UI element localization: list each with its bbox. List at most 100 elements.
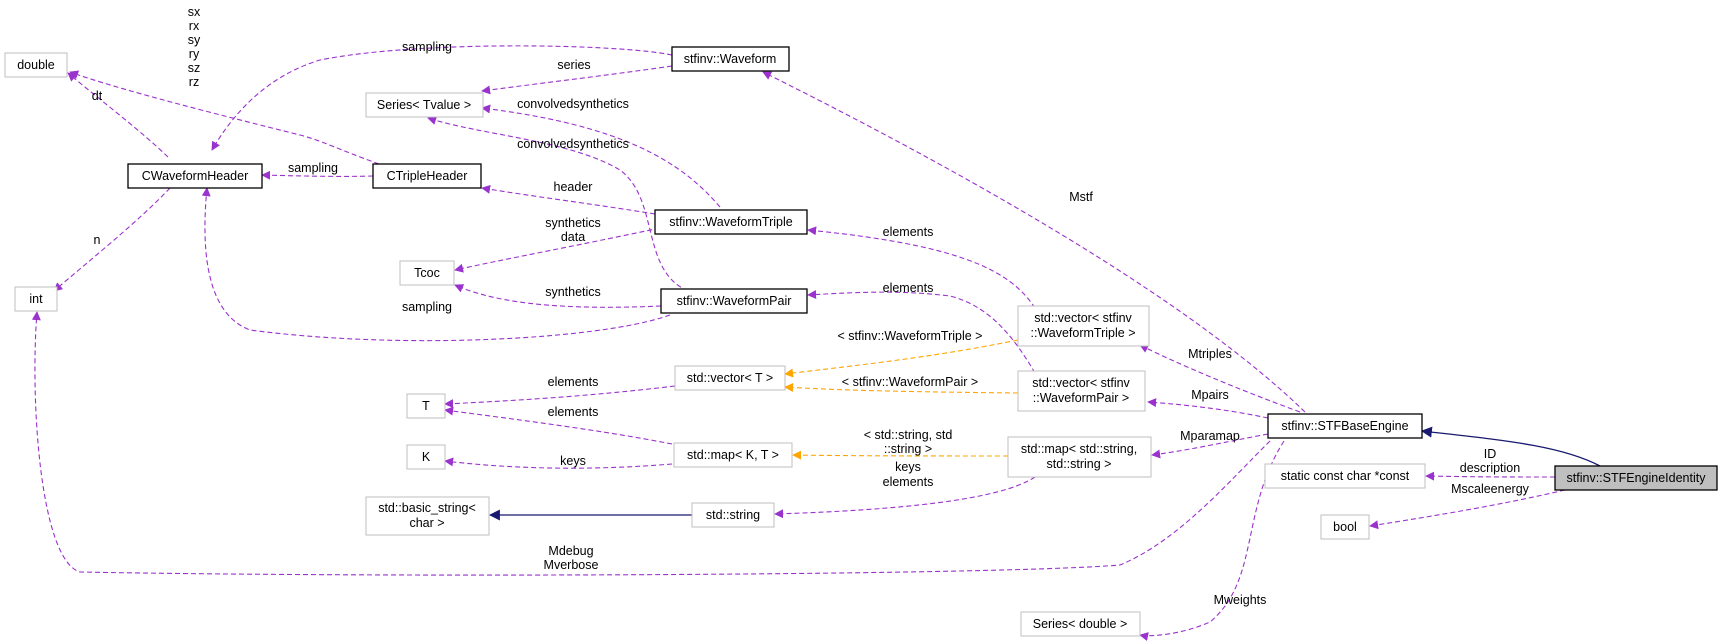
- label-sampling-bottom: sampling: [402, 300, 452, 314]
- label-tmpl-str-2: ::string >: [884, 442, 932, 456]
- node-stfengineidentity-label: stfinv::STFEngineIdentity: [1567, 471, 1707, 485]
- node-k[interactable]: K: [406, 444, 446, 470]
- node-basic-string-label-1: std::basic_string<: [378, 501, 476, 515]
- edge-stfengineidentity-stfbaseengine: [1420, 426, 1601, 467]
- node-double-label: double: [17, 58, 55, 72]
- node-stfbaseengine-label: stfinv::STFBaseEngine: [1281, 419, 1408, 433]
- edge-vectorpair-waveformpair: [807, 290, 1036, 374]
- node-cwaveformheader[interactable]: CWaveformHeader: [127, 163, 263, 189]
- node-vector-triple-label-2: ::WaveformTriple >: [1031, 326, 1136, 340]
- label-elements-triple: elements: [883, 225, 934, 239]
- label-elements-pair: elements: [883, 281, 934, 295]
- edge-stfbaseengine-int: [31, 311, 1271, 576]
- label-elements-str: elements: [883, 475, 934, 489]
- label-elements-vector: elements: [548, 375, 599, 389]
- edge-stfengineidentity-staticchar: [1425, 471, 1556, 481]
- node-vector-t-label: std::vector< T >: [687, 371, 773, 385]
- label-synthetics-2: synthetics: [545, 285, 601, 299]
- node-int-label: int: [29, 292, 43, 306]
- node-series-double-label: Series< double >: [1033, 617, 1128, 631]
- label-ry: ry: [189, 47, 200, 61]
- node-vector-t[interactable]: std::vector< T >: [674, 365, 786, 391]
- node-stfbaseengine[interactable]: stfinv::STFBaseEngine: [1267, 413, 1423, 439]
- edge-mapstring-stdstring: [774, 476, 1036, 519]
- node-map-string-label-1: std::map< std::string,: [1021, 442, 1137, 456]
- node-map-kt-label: std::map< K, T >: [687, 448, 779, 462]
- node-ctripleheader[interactable]: CTripleHeader: [372, 163, 482, 189]
- label-rx: rx: [189, 19, 200, 33]
- label-keys-1: keys: [560, 454, 586, 468]
- label-synthetics-1: synthetics: [545, 216, 601, 230]
- label-elements-map: elements: [548, 405, 599, 419]
- edge-stfbaseengine-vectortriple: [1139, 344, 1301, 413]
- label-rz: rz: [189, 75, 199, 89]
- label-sampling-top: sampling: [402, 40, 452, 54]
- node-static-char[interactable]: static const char *const: [1264, 463, 1426, 489]
- node-vector-triple[interactable]: std::vector< stfinv ::WaveformTriple >: [1017, 305, 1150, 347]
- node-series-tvalue-label: Series< Tvalue >: [377, 98, 471, 112]
- edge-vectort-t: [444, 385, 676, 409]
- node-waveform[interactable]: stfinv::Waveform: [671, 46, 790, 72]
- node-t-label: T: [422, 399, 430, 413]
- node-map-kt[interactable]: std::map< K, T >: [673, 442, 793, 468]
- node-waveformpair[interactable]: stfinv::WaveformPair: [660, 288, 808, 314]
- edge-mapkt-t: [444, 406, 673, 445]
- label-mverbose: Mverbose: [544, 558, 599, 572]
- label-tmpl-str-1: < std::string, std: [864, 428, 953, 442]
- edge-cwaveformheader-double: [67, 72, 169, 158]
- edge-stfbaseengine-vectorpair: [1147, 398, 1269, 419]
- node-bool[interactable]: bool: [1320, 514, 1370, 540]
- edge-mapkt-k: [444, 457, 673, 469]
- node-vector-pair-label-1: std::vector< stfinv: [1032, 376, 1130, 390]
- label-mdebug: Mdebug: [548, 544, 593, 558]
- node-k-label: K: [422, 450, 431, 464]
- edge-ctripleheader-cwaveformheader: [261, 170, 374, 180]
- node-bool-label: bool: [1333, 520, 1357, 534]
- label-convolved-1: convolvedsynthetics: [517, 97, 629, 111]
- edge-waveformtriple-series: [481, 104, 721, 208]
- node-static-char-label: static const char *const: [1281, 469, 1410, 483]
- node-t[interactable]: T: [406, 393, 446, 419]
- node-basic-string-label-2: char >: [409, 516, 444, 530]
- edges: [31, 45, 1601, 641]
- label-description: description: [1460, 461, 1520, 475]
- node-int[interactable]: int: [14, 286, 58, 312]
- node-series-double[interactable]: Series< double >: [1020, 611, 1141, 637]
- edge-waveformtriple-ctripleheader: [481, 184, 656, 215]
- label-sz: sz: [188, 61, 201, 75]
- node-vector-triple-label-1: std::vector< stfinv: [1034, 311, 1132, 325]
- node-tcoc-label: Tcoc: [414, 266, 440, 280]
- label-mweights: Mweights: [1214, 593, 1267, 607]
- edge-waveform-cwaveformheader: [211, 45, 673, 151]
- label-mscaleenergy: Mscaleenergy: [1451, 482, 1530, 496]
- edge-stfbaseengine-seriesdouble: [1139, 440, 1285, 641]
- node-std-string[interactable]: std::string: [691, 502, 775, 528]
- edge-waveformtriple-tcoc: [454, 227, 661, 273]
- node-map-string-label-2: std::string >: [1047, 457, 1112, 471]
- edge-waveformpair-cwaveformheader: [201, 187, 671, 342]
- nodes: double Series< Tvalue > stfinv::Waveform…: [4, 46, 1718, 637]
- node-waveform-label: stfinv::Waveform: [684, 52, 777, 66]
- edge-stfengineidentity-bool: [1369, 489, 1566, 530]
- node-vector-pair[interactable]: std::vector< stfinv ::WaveformPair >: [1017, 370, 1146, 412]
- node-double[interactable]: double: [4, 52, 68, 78]
- label-mstf: Mstf: [1069, 190, 1093, 204]
- label-series: series: [557, 58, 590, 72]
- node-tcoc[interactable]: Tcoc: [399, 260, 455, 286]
- node-stfengineidentity[interactable]: stfinv::STFEngineIdentity: [1554, 465, 1718, 491]
- node-waveformpair-label: stfinv::WaveformPair: [677, 294, 792, 308]
- node-waveformtriple[interactable]: stfinv::WaveformTriple: [654, 209, 808, 235]
- label-tmpl-pair: < stfinv::WaveformPair >: [842, 375, 978, 389]
- label-n: n: [94, 233, 101, 247]
- edge-labels: sx rx sy ry sz rz sampling series dt con…: [92, 5, 1530, 607]
- node-basic-string[interactable]: std::basic_string< char >: [365, 496, 490, 536]
- node-map-string[interactable]: std::map< std::string, std::string >: [1007, 436, 1152, 478]
- node-vector-pair-label-2: ::WaveformPair >: [1033, 391, 1129, 405]
- node-series-tvalue[interactable]: Series< Tvalue >: [365, 92, 484, 118]
- edge-mapstring-mapkt: [792, 450, 1009, 460]
- label-mparamap: Mparamap: [1180, 429, 1240, 443]
- label-mtriples: Mtriples: [1188, 347, 1232, 361]
- node-ctripleheader-label: CTripleHeader: [387, 169, 468, 183]
- label-convolved-2: convolvedsynthetics: [517, 137, 629, 151]
